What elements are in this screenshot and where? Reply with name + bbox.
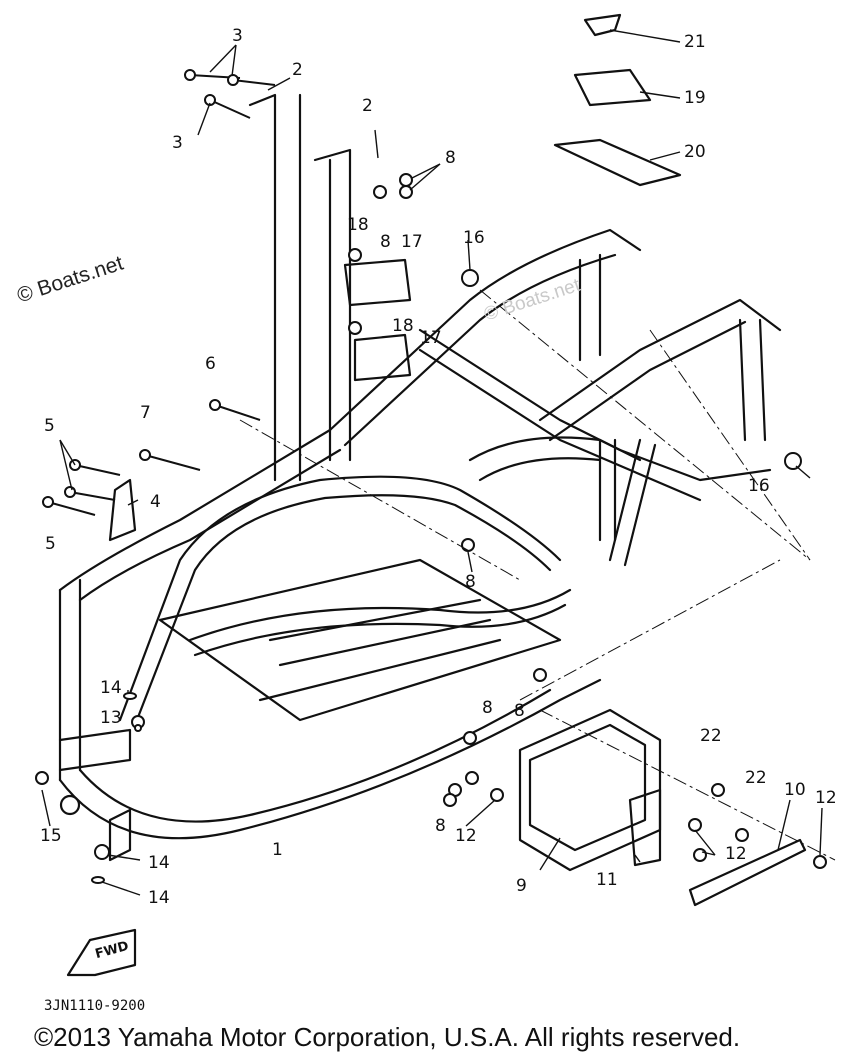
frame-lower-rail-left [58, 678, 602, 840]
callout-8f: 8 [435, 816, 446, 836]
frame-upper-cross2 [193, 603, 567, 657]
front-bracket [108, 808, 132, 862]
callout-6: 6 [205, 354, 216, 374]
frame-upper-loop [118, 475, 562, 722]
callout-14b: 14 [148, 888, 170, 908]
callout-2a: 2 [292, 60, 303, 80]
callout-8d: 8 [514, 701, 525, 721]
callout-13b: 14 [148, 853, 170, 873]
frame-diagonal [468, 436, 642, 462]
callout-16b: 16 [748, 476, 770, 496]
callout-5a: 5 [44, 416, 55, 436]
frame-rear-rail [328, 228, 642, 432]
callout-16a: 16 [463, 228, 485, 248]
callout-3b: 3 [172, 133, 183, 153]
callout-8e: 8 [482, 698, 493, 718]
bracket-17a [343, 258, 412, 307]
callout-11: 11 [596, 870, 618, 890]
frame-front-top [58, 428, 332, 592]
frame-diagonal2 [478, 457, 602, 482]
callout-17a: 17 [401, 232, 423, 252]
frame-upper-cross [188, 588, 572, 642]
frame-rear-rail2 [343, 253, 617, 447]
frame-down-tube-right [608, 438, 657, 567]
frame-upper-loop-inner [133, 494, 552, 727]
part-19 [573, 68, 652, 107]
callout-8b: 8 [380, 232, 391, 252]
callout-10: 10 [784, 780, 806, 800]
bracket-4 [108, 478, 137, 542]
frame-rear-right [538, 298, 782, 422]
callout-14a: 14 [100, 678, 122, 698]
callout-4: 4 [150, 492, 161, 512]
copyright-notice: ©2013 Yamaha Motor Corporation, U.S.A. A… [34, 1022, 741, 1052]
callout-21: 21 [684, 32, 706, 52]
callout-18a: 18 [347, 215, 369, 235]
callout-7: 7 [140, 403, 151, 423]
frame-down-tube [598, 438, 617, 542]
front-bumper [58, 728, 132, 772]
callout-9: 9 [516, 876, 527, 896]
callout-15: 15 [40, 826, 62, 846]
callout-1: 1 [272, 840, 283, 860]
callout-8c: 8 [465, 572, 476, 592]
callout-12a: 12 [455, 826, 477, 846]
callout-5b: 5 [45, 534, 56, 554]
frame-rear-long2 [418, 348, 702, 502]
part-20 [553, 138, 682, 187]
callout-3a: 3 [232, 26, 243, 46]
stay-2b [313, 148, 352, 462]
frame-rear-upright [578, 253, 602, 362]
callout-2b: 2 [362, 96, 373, 116]
frame-rear-upright2 [738, 318, 767, 442]
callout-12b: 12 [725, 844, 747, 864]
callout-19: 19 [684, 88, 706, 108]
floor-panel [158, 558, 562, 722]
callout-13a: 13 [100, 708, 122, 728]
floor-crossmember [258, 598, 502, 702]
callout-8a: 8 [445, 148, 456, 168]
stay-2 [248, 93, 302, 482]
floor-crossmember2 [278, 618, 492, 667]
fwd-arrow [66, 928, 137, 977]
callout-18b: 18 [392, 316, 414, 336]
frame-front-top2 [78, 448, 342, 602]
part-21 [583, 13, 622, 37]
callout-17b: 17 [420, 328, 442, 348]
drawing-code: 3JN1110-9200 [44, 998, 146, 1014]
plate-10 [688, 838, 807, 907]
bracket-17b [353, 333, 412, 382]
callout-22a: 22 [700, 726, 722, 746]
bracket-11 [628, 788, 662, 867]
callout-12c: 12 [815, 788, 837, 808]
frame-rear-right2 [548, 320, 747, 442]
battery-box-inner [528, 723, 647, 852]
frame-lower-rail-left-inner [78, 688, 552, 823]
front-wheel-stub [59, 794, 81, 816]
callout-20: 20 [684, 142, 706, 162]
callout-22b: 22 [745, 768, 767, 788]
